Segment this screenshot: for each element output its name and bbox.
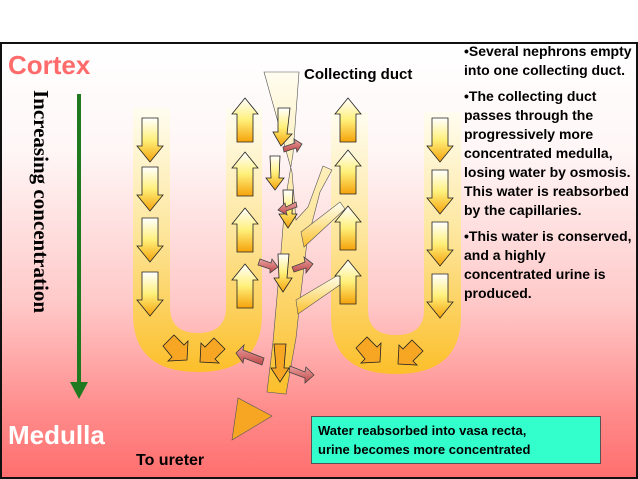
water-out-arrows — [235, 138, 315, 384]
slide: Cortex Medulla Increasing concentration … — [0, 42, 638, 479]
callout-box: Water reabsorbed into vasa recta, urine … — [311, 416, 601, 464]
loop-of-henle-left — [133, 108, 262, 372]
flow-arrows-right-ascending — [334, 97, 362, 305]
flow-arrows-right-descending — [426, 117, 454, 319]
note-2: •The collecting duct passes through the … — [464, 88, 631, 218]
flow-arrows-right-bend — [355, 336, 424, 366]
loop-of-henle-right — [331, 112, 461, 374]
medulla-label: Medulla — [8, 420, 105, 450]
collecting-duct-label: Collecting duct — [304, 66, 413, 83]
note-3: •This water is conserved, and a highly c… — [464, 228, 632, 301]
note-1: •Several nephrons empty into one collect… — [464, 43, 632, 78]
slide-border — [0, 42, 638, 479]
flow-arrows-left-ascending — [231, 97, 259, 309]
gradient-label: Increasing concentration — [28, 90, 54, 408]
nephron-diagram — [0, 42, 638, 479]
notes-panel: •Several nephrons empty into one collect… — [464, 42, 632, 310]
cortex-label: Cortex — [8, 50, 91, 80]
gradient-label-text: Increasing concentration — [29, 90, 53, 314]
gradient-arrow-icon — [70, 94, 88, 399]
callout-line-1: Water reabsorbed into vasa recta, — [318, 423, 527, 438]
to-ureter-label: To ureter — [136, 452, 205, 469]
flow-arrows-left-descending — [136, 117, 164, 317]
collecting-duct — [231, 71, 346, 441]
callout-line-2: urine becomes more concentrated — [318, 442, 531, 457]
background-gradient — [0, 42, 638, 479]
flow-arrows-left-bend — [162, 334, 226, 364]
